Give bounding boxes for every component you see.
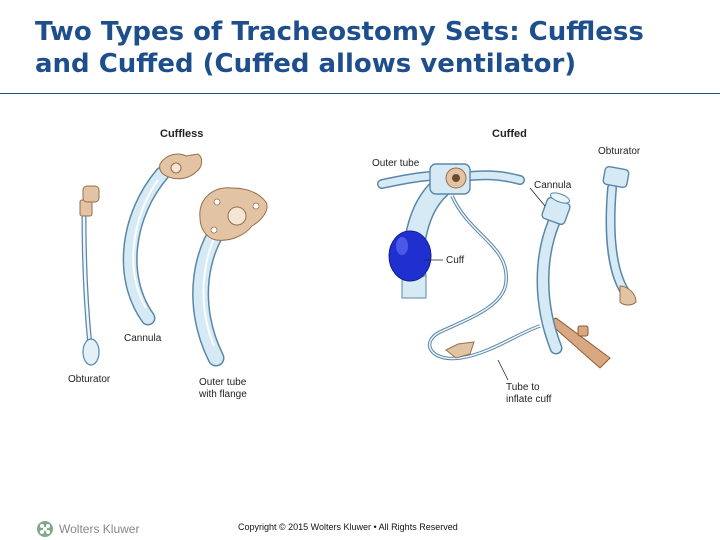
inflate-label-line2: inflate cuff xyxy=(506,394,552,405)
cuffed-obturator xyxy=(603,166,636,305)
cuffless-outer-tube xyxy=(200,188,267,358)
cannula-right-label: Cannula xyxy=(534,180,572,191)
outer-tube-right-label: Outer tube xyxy=(372,158,420,169)
cuffed-heading: Cuffed xyxy=(492,128,527,140)
cuffless-cannula xyxy=(130,154,201,318)
obturator-right-label: Obturator xyxy=(598,146,641,157)
cuffless-heading: Cuffless xyxy=(160,128,203,140)
footer-logo-text: Wolters Kluwer xyxy=(59,522,139,536)
inflate-label-line1: Tube to xyxy=(506,382,540,393)
outer-tube-flange-label-line2: with flange xyxy=(198,389,247,400)
footer-logo: Wolters Kluwer xyxy=(36,520,139,538)
cannula-left-label: Cannula xyxy=(124,333,162,344)
title-divider xyxy=(0,93,720,94)
tracheostomy-illustration: Cuffless Obturator Cannula Outer tube wi… xyxy=(0,96,720,416)
cuff-label: Cuff xyxy=(446,255,464,266)
obturator-left-label: Obturator xyxy=(68,374,111,385)
wolters-kluwer-logo-icon xyxy=(36,520,54,538)
copyright-notice: Copyright © 2015 Wolters Kluwer • All Ri… xyxy=(238,522,458,532)
cuffless-obturator xyxy=(80,186,99,365)
slide-title: Two Types of Tracheostomy Sets: Cuffless… xyxy=(35,16,705,80)
inflate-leader-line xyxy=(498,360,508,380)
cuffed-outer-tube xyxy=(382,164,610,368)
outer-tube-flange-label-line1: Outer tube xyxy=(199,377,247,388)
